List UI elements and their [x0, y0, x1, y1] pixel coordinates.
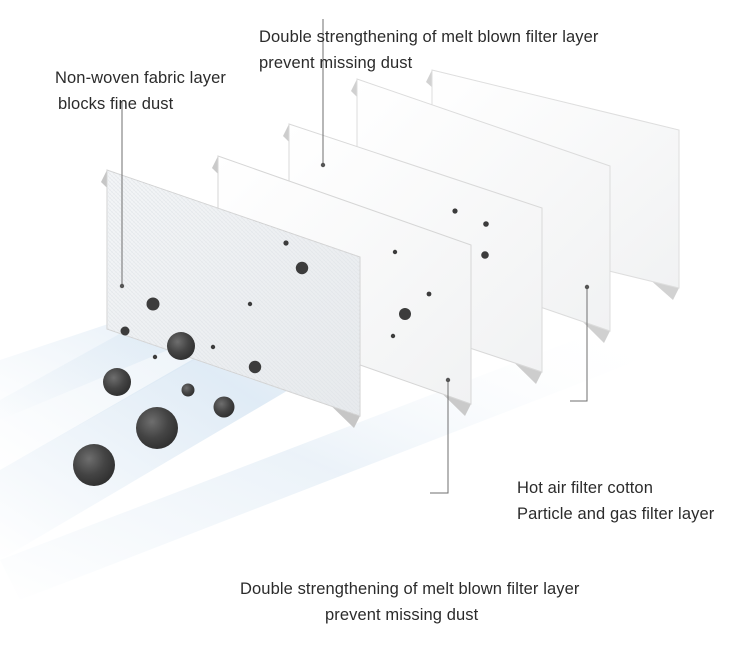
label-left-line1: Non-woven fabric layer	[55, 69, 226, 87]
label-left-line2: blocks fine dust	[58, 95, 174, 113]
leader-dots	[119, 162, 590, 383]
label-right-line2: Particle and gas filter layer	[517, 505, 715, 523]
label-bottom-line1: Double strengthening of melt blown filte…	[240, 580, 580, 598]
label-bottom-line2: prevent missing dust	[325, 606, 479, 624]
filter-sheet-1-fabric	[101, 169, 361, 428]
label-top-line1: Double strengthening of melt blown filte…	[259, 28, 599, 46]
label-right: Hot air filter cotton Particle and gas f…	[517, 475, 714, 527]
leader-line-bottom	[430, 380, 449, 494]
leader-line-right	[570, 287, 588, 402]
label-right-line1: Hot air filter cotton	[517, 479, 653, 497]
label-bottom: Double strengthening of melt blown filte…	[240, 576, 579, 628]
leader-lines	[121, 19, 588, 494]
label-top: Double strengthening of melt blown filte…	[259, 24, 598, 76]
dust-particles	[73, 332, 235, 486]
label-left: Non-woven fabric layer blocks fine dust	[55, 65, 226, 117]
trapped-particles	[120, 208, 489, 374]
label-top-line2: prevent missing dust	[259, 54, 413, 72]
